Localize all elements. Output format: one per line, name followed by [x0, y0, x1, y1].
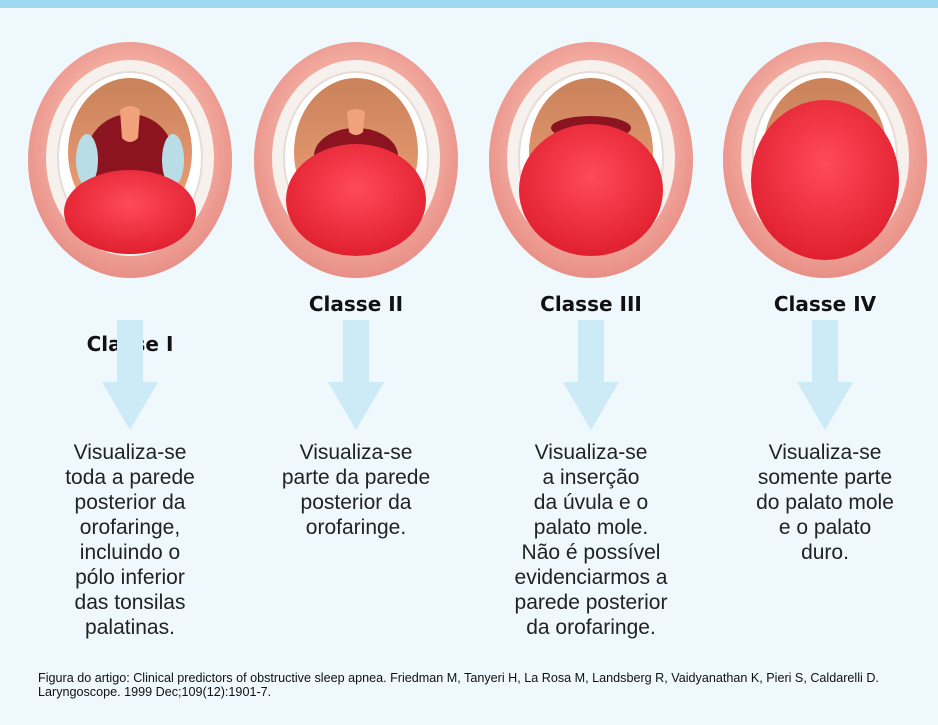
class-4-description: Visualiza-se somente parte do palato mol…: [720, 440, 930, 565]
class-2-down-arrow-icon: [251, 320, 461, 432]
mouth-class-2-illustration: [251, 40, 461, 280]
class-3-title: Classe III: [486, 292, 696, 316]
class-2-column: [251, 40, 461, 280]
mouth-class-4-illustration: [720, 40, 930, 280]
mouth-class-3-illustration: [486, 40, 696, 280]
class-4-column: [720, 40, 930, 280]
class-2-description: Visualiza-se parte da parede posterior d…: [250, 440, 462, 540]
class-3-description: Visualiza-se a inserção da úvula e o pal…: [486, 440, 696, 640]
class-3-column: [486, 40, 696, 280]
class-2-title: Classe II: [251, 292, 461, 316]
class-1-description: Visualiza-se toda a parede posterior da …: [20, 440, 240, 640]
class-1-down-arrow-icon: [25, 320, 235, 432]
class-4-down-arrow-icon: [720, 320, 930, 432]
class-3-down-arrow-icon: [486, 320, 696, 432]
mouth-class-1-illustration: [25, 40, 235, 280]
class-1-column: Classe I: [25, 40, 235, 280]
figure-caption: Figura do artigo: Clinical predictors of…: [38, 671, 918, 699]
class-4-title: Classe IV: [720, 292, 930, 316]
top-accent-bar: [0, 0, 938, 8]
